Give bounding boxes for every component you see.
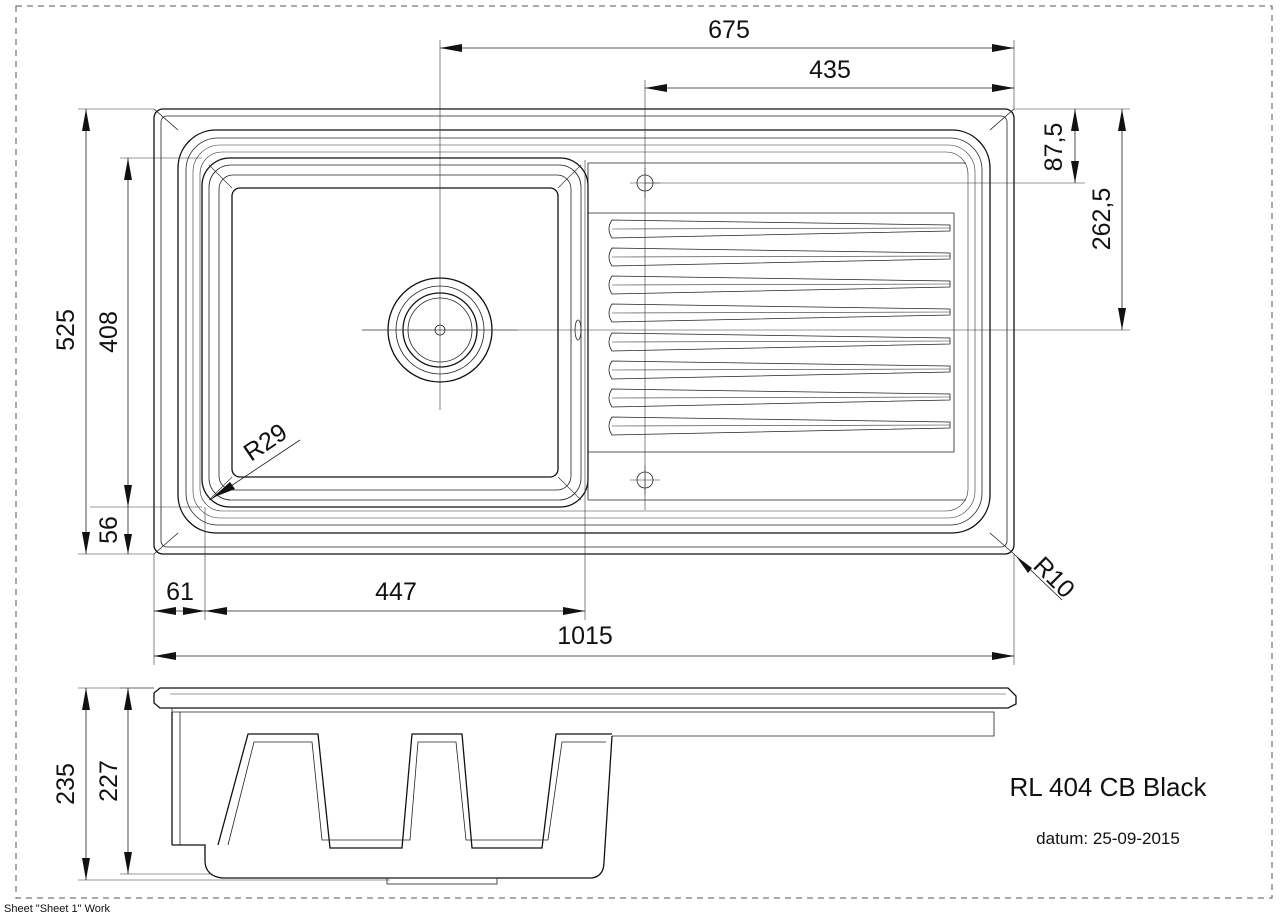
dim-1015: 1015 xyxy=(557,622,613,650)
drainer-ribs xyxy=(608,219,951,436)
dim-61: 61 xyxy=(166,578,194,606)
sheet-footer: Sheet "Sheet 1" Work xyxy=(4,903,111,915)
dim-408: 408 xyxy=(95,311,123,353)
dim-227: 227 xyxy=(95,760,123,802)
dim-675: 675 xyxy=(708,16,750,44)
dimension-lines xyxy=(78,40,1130,881)
product-title: RL 404 CB Black xyxy=(1009,772,1207,802)
dim-262-5: 262,5 xyxy=(1088,188,1116,251)
dim-87-5: 87,5 xyxy=(1040,123,1068,172)
dim-435: 435 xyxy=(809,56,851,84)
dim-447: 447 xyxy=(375,578,417,606)
dim-r10: R10 xyxy=(1028,551,1080,603)
dim-525: 525 xyxy=(52,309,80,351)
dim-r29: R29 xyxy=(239,418,293,467)
dim-56: 56 xyxy=(95,516,123,544)
top-view xyxy=(153,108,1015,555)
side-view xyxy=(153,687,1017,885)
dim-235: 235 xyxy=(52,763,80,805)
drawing-date: datum: 25-09-2015 xyxy=(1036,829,1180,848)
sheet-border xyxy=(15,5,1273,899)
